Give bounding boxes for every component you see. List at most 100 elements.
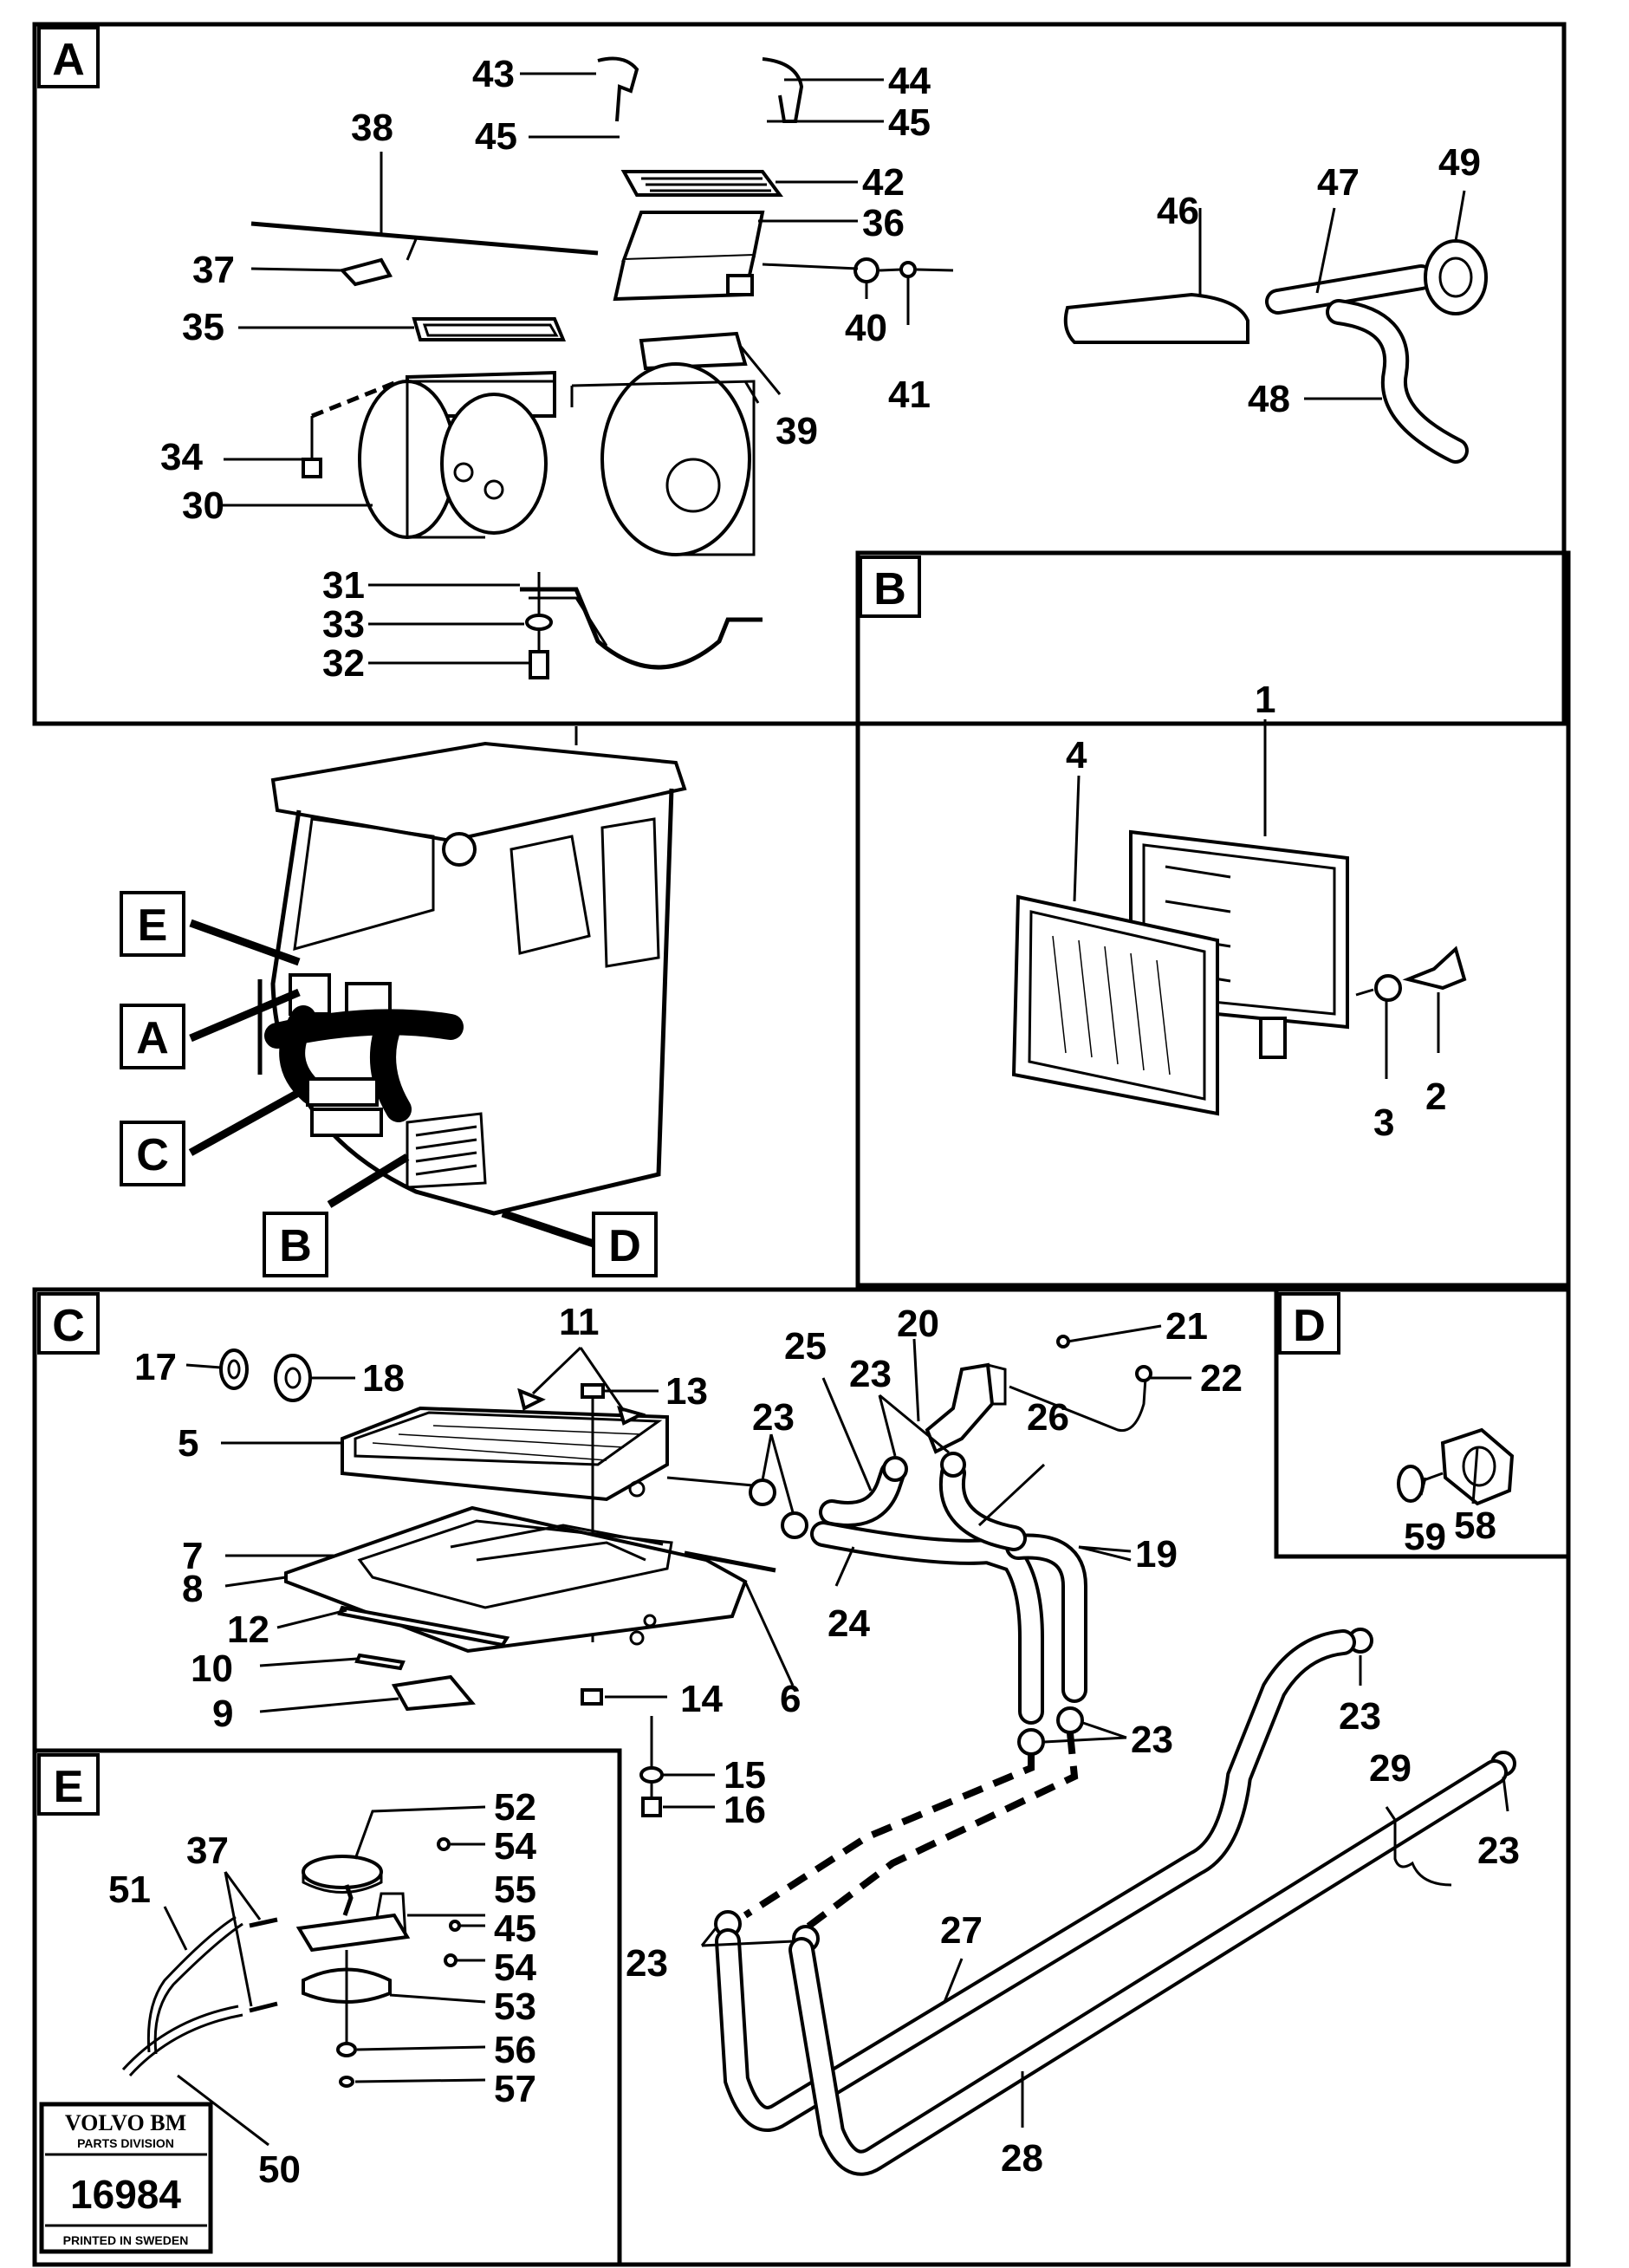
part-label-34: 34 — [160, 436, 203, 478]
filter-4 — [1011, 894, 1219, 1116]
part-label-41: 41 — [888, 374, 931, 416]
strip-10 — [354, 1653, 406, 1671]
part-label-20: 20 — [897, 1303, 939, 1345]
panel-e-labels: 52 37 54 51 55 45 54 53 56 57 50 — [108, 1786, 536, 2191]
wing-screw-2 — [1402, 946, 1467, 991]
panel-d-labels: 58 59 — [1404, 1504, 1496, 1558]
nozzle-49 — [1424, 239, 1488, 315]
part-label-26: 26 — [1027, 1396, 1069, 1439]
part-label-28: 28 — [1001, 2137, 1043, 2180]
part-label-23-c: 23 — [1131, 1719, 1173, 1761]
washer-57 — [339, 2076, 354, 2088]
part-label-40: 40 — [845, 307, 887, 349]
part-label-14: 14 — [680, 1678, 723, 1720]
part-label-57: 57 — [494, 2068, 536, 2110]
panel-c-labels: 17 18 11 13 5 7 8 12 10 9 6 14 15 16 25 … — [134, 1301, 1520, 2180]
part-label-52: 52 — [494, 1786, 536, 1829]
valve-20 — [925, 1362, 995, 1454]
part-label-18: 18 — [362, 1357, 405, 1400]
bolt-16 — [641, 1797, 662, 1817]
clip-44 — [762, 57, 804, 123]
part-label-46: 46 — [1157, 190, 1199, 232]
part-label-35: 35 — [182, 306, 224, 348]
washer-3 — [1374, 974, 1402, 1002]
part-label-53: 53 — [494, 1985, 536, 2028]
panel-label-a: A — [52, 35, 85, 85]
part-label-45-e: 45 — [494, 1907, 536, 1950]
part-label-16: 16 — [724, 1789, 766, 1831]
part-label-22: 22 — [1200, 1357, 1243, 1400]
panel-b-drawing — [1011, 829, 1467, 1116]
part-label-47: 47 — [1317, 161, 1360, 204]
washer-59 — [1397, 1465, 1425, 1503]
part-label-2: 2 — [1425, 1076, 1446, 1118]
stamp-brand: VOLVO BM — [65, 2110, 186, 2135]
nut-58 — [1440, 1427, 1515, 1506]
cable-50 — [128, 2013, 243, 2077]
panel-d-frame — [1274, 1287, 1571, 1559]
knob-52 — [302, 1855, 383, 1889]
part-label-15: 15 — [724, 1754, 766, 1797]
outlet-46 — [1063, 292, 1249, 344]
cable-51 — [153, 1922, 243, 2055]
part-label-7: 7 — [182, 1535, 203, 1577]
part-label-38: 38 — [351, 107, 393, 149]
panel-labels: A B C D E — [37, 26, 1340, 1816]
panel-e-drawing — [121, 1837, 461, 2088]
panel-label-c: C — [52, 1301, 85, 1351]
panel-label-e: E — [54, 1762, 84, 1812]
panel-a-labels: 43 44 45 45 38 42 36 37 40 41 35 39 34 3… — [160, 53, 1481, 685]
ring-41 — [899, 261, 917, 278]
part-label-37-e: 37 — [186, 1829, 229, 1872]
panel-b-frame — [855, 550, 1571, 1288]
cab-overview — [188, 726, 687, 1248]
panel-a-frame — [32, 22, 1567, 726]
plate-55 — [295, 1913, 411, 1953]
cab-callouts: E A C B D — [120, 891, 658, 1277]
part-label-55: 55 — [494, 1868, 536, 1911]
part-label-27: 27 — [940, 1909, 983, 1952]
part-label-54-a: 54 — [494, 1825, 536, 1868]
part-label-23-d: 23 — [1339, 1695, 1381, 1738]
part-label-32: 32 — [322, 642, 365, 685]
bolt-34 — [302, 458, 322, 478]
bracket-37 — [339, 257, 393, 287]
part-label-21: 21 — [1165, 1305, 1208, 1348]
part-label-9: 9 — [212, 1693, 233, 1735]
rod-38 — [250, 221, 599, 256]
part-label-56: 56 — [494, 2029, 536, 2071]
panel-b-leaders — [1073, 719, 1440, 1079]
part-label-37: 37 — [192, 249, 235, 291]
heater-core-5 — [341, 1406, 669, 1502]
panel-c-frame — [32, 1287, 1571, 2267]
part-label-11: 11 — [559, 1301, 600, 1343]
part-label-8: 8 — [182, 1568, 203, 1610]
cab-callout-d: D — [608, 1221, 641, 1271]
washer-33 — [525, 614, 553, 631]
panel-label-d: D — [1293, 1301, 1326, 1351]
part-label-43: 43 — [472, 53, 515, 95]
spacer-40 — [853, 257, 879, 283]
stamp-number: 16984 — [70, 2172, 181, 2217]
strap-31 — [520, 587, 763, 670]
part-label-54-b: 54 — [494, 1946, 536, 1989]
plate-39 — [639, 331, 748, 371]
panel-e-leaders — [163, 1805, 486, 2147]
screw-13 — [581, 1383, 605, 1399]
panel-c-drawing — [219, 1335, 1516, 2176]
washer-15 — [639, 1766, 664, 1784]
panel-d-leaders — [1419, 1446, 1479, 1504]
part-label-45-a: 45 — [475, 115, 517, 158]
part-label-23-b: 23 — [849, 1353, 892, 1395]
bolt-32 — [529, 650, 549, 679]
part-label-24: 24 — [827, 1602, 870, 1645]
part-label-6: 6 — [780, 1678, 801, 1720]
duct-36 — [621, 211, 765, 263]
cab-callout-e: E — [138, 900, 168, 951]
part-label-31: 31 — [322, 564, 365, 607]
stamp-printed: PRINTED IN SWEDEN — [63, 2233, 189, 2247]
panel-a-leaders — [221, 72, 1466, 665]
panel-c-leaders — [185, 1324, 1509, 2128]
clip-43 — [597, 56, 639, 122]
part-label-23-f: 23 — [626, 1942, 668, 1985]
